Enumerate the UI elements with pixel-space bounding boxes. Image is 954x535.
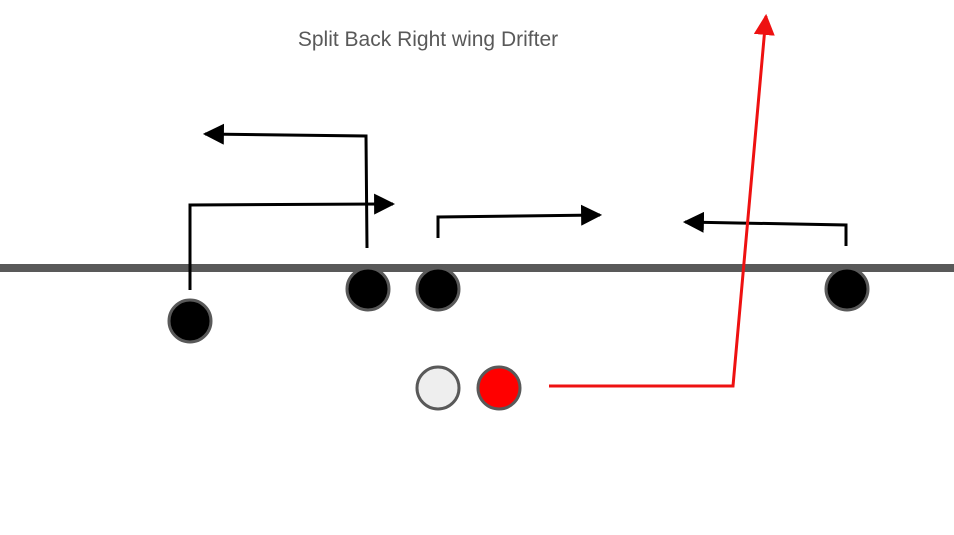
- player-split-end: [167, 298, 213, 344]
- player-right-end: [824, 266, 870, 312]
- line-of-scrimmage: [0, 264, 954, 272]
- player-left-tackle: [345, 266, 391, 312]
- player-back-red: [476, 365, 522, 411]
- route-left-tackle: [202, 123, 369, 249]
- route-drifter: [549, 13, 775, 388]
- route-center: [436, 204, 603, 238]
- route-split-end: [188, 193, 396, 290]
- route-right-end: [682, 211, 848, 246]
- player-back-white: [415, 365, 461, 411]
- player-center: [415, 266, 461, 312]
- play-title: Split Back Right wing Drifter: [297, 28, 559, 51]
